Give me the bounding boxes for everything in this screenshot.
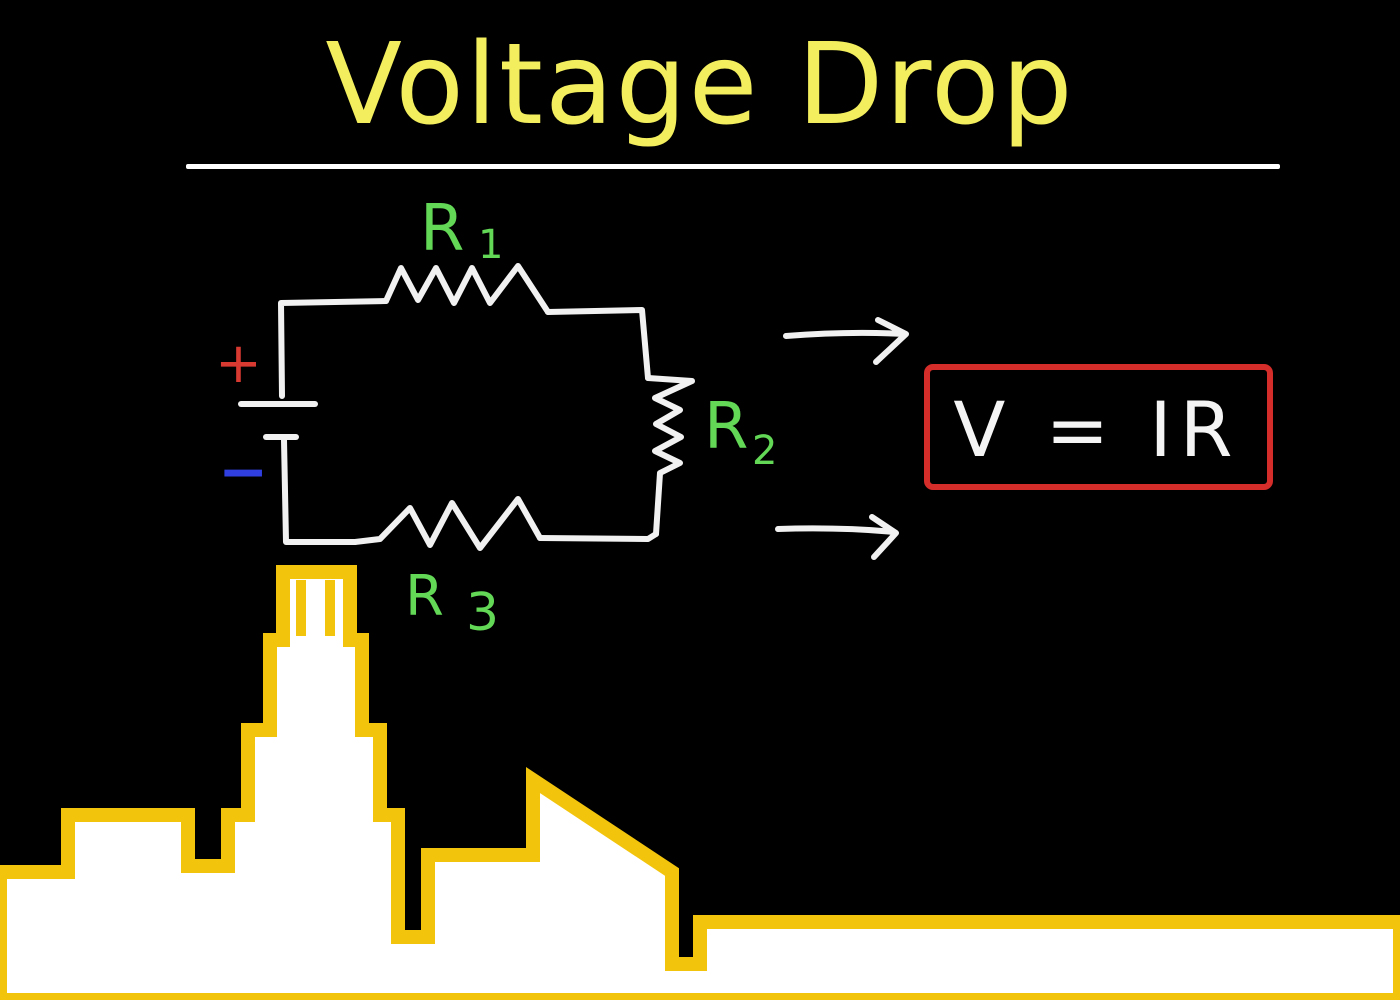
resistor-label-r1-subscript: 1 bbox=[478, 222, 503, 268]
arrow-right-bottom-shaft bbox=[775, 525, 897, 535]
resistor-r2-zigzag bbox=[645, 375, 695, 537]
resistor-label-r1: R 1 bbox=[420, 192, 503, 268]
battery-positive-sign: + bbox=[215, 331, 262, 396]
wire-top-right bbox=[545, 307, 651, 381]
resistor-label-r3-subscript: 3 bbox=[466, 583, 499, 643]
wire-bottom-right bbox=[537, 531, 659, 542]
arrow-right-top bbox=[783, 317, 909, 365]
resistor-label-r1-letter: R bbox=[420, 192, 464, 266]
arrow-right-bottom-head bbox=[869, 514, 899, 560]
skyline-tower-slot-right bbox=[325, 580, 335, 636]
battery-negative-sign: − bbox=[218, 437, 268, 507]
page-title: Voltage Drop bbox=[325, 20, 1075, 150]
wire-bottom-left bbox=[281, 437, 358, 545]
resistor-r3-zigzag bbox=[352, 496, 543, 551]
wire-top-left bbox=[278, 298, 389, 399]
resistor-label-r3-letter: R bbox=[405, 564, 444, 629]
title-underline bbox=[186, 164, 1280, 169]
resistor-label-r3: R 3 bbox=[405, 564, 499, 643]
resistor-label-r2-subscript: 2 bbox=[752, 428, 777, 474]
arrow-right-top-shaft bbox=[783, 329, 907, 339]
skyline-tower-slot-left bbox=[296, 580, 306, 636]
arrow-right-top-head bbox=[873, 317, 909, 365]
arrow-right-bottom bbox=[775, 514, 899, 560]
resistor-label-r2: R 2 bbox=[704, 390, 777, 474]
resistor-r1-zigzag bbox=[383, 263, 551, 315]
skyline-shape bbox=[0, 565, 1400, 1000]
formula-text: V = IR bbox=[953, 385, 1240, 474]
formula-box bbox=[924, 364, 1273, 490]
resistor-label-r2-letter: R bbox=[704, 390, 748, 464]
